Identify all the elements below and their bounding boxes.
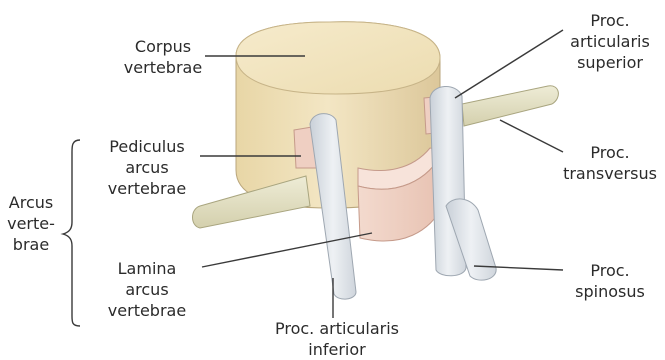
right-transverse-process-shape [462,86,558,126]
label-proc-articularis-superior: Proc. articularis superior [560,10,660,73]
arcus-brace [63,140,80,326]
label-lamina-arcus-vertebrae: Lamina arcus vertebrae [95,258,199,321]
label-arcus-vertebrae: Arcus verte- brae [0,192,62,255]
label-corpus-vertebrae: Corpus vertebrae [118,36,208,78]
label-proc-spinosus: Proc. spinosus [560,260,660,302]
label-proc-transversus: Proc. transversus [560,142,660,184]
label-proc-articularis-inferior: Proc. articularis inferior [262,318,412,360]
leader-proc-transversus [500,120,563,152]
label-pediculus-arcus-vertebrae: Pediculus arcus vertebrae [95,136,199,199]
